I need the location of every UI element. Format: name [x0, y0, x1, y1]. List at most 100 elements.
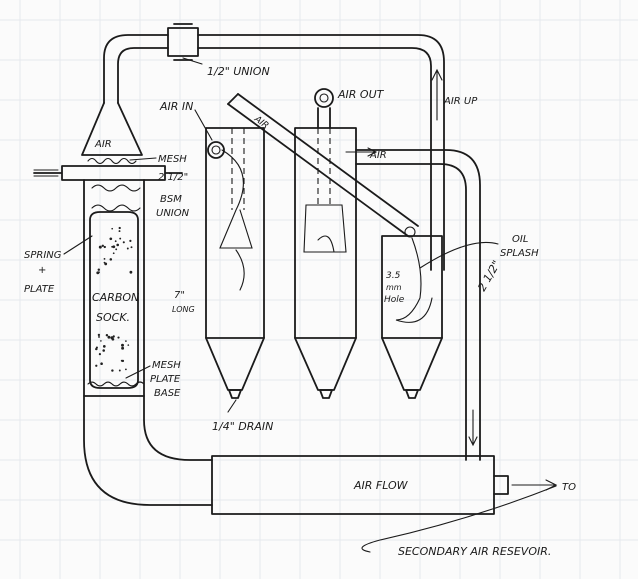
bottom-pipe-inner	[143, 395, 213, 461]
spring-coil	[91, 184, 141, 212]
carbon-granule	[116, 243, 120, 247]
label-air-up: AIR UP	[443, 96, 478, 107]
label-union-top: 1/2" UNION	[207, 65, 270, 78]
carbon-granule	[104, 262, 108, 266]
air-in-port-inner	[211, 145, 221, 155]
label-oil: OIL	[512, 234, 528, 245]
diagonal-pipe-end	[404, 226, 416, 238]
cyclone-1-vortex-tube	[231, 128, 245, 210]
label-union: UNION	[156, 208, 190, 219]
carbon-granule	[125, 340, 127, 342]
spring-arrow	[63, 235, 93, 255]
reservoir-leader	[361, 485, 557, 553]
carbon-granule	[103, 257, 106, 260]
mesh-base-arrow	[125, 365, 151, 379]
carbon-granule	[111, 245, 114, 248]
carbon-granule	[102, 349, 105, 352]
carbon-granule	[103, 245, 106, 249]
label-hole: Hole	[384, 295, 405, 305]
down-right-arrow	[468, 409, 478, 447]
oil-chamber-drain	[405, 389, 419, 399]
carbon-granule	[101, 244, 104, 247]
label-mesh-top: MESH	[158, 154, 187, 165]
label-sock: SOCK.	[96, 311, 130, 324]
carbon-granule	[127, 344, 130, 346]
top-pipe-inner	[117, 47, 169, 104]
oil-chamber-cone	[381, 337, 443, 391]
cyclone-1-cone	[205, 337, 265, 391]
label-air-flow: AIR FLOW	[353, 479, 409, 492]
union-arrow	[182, 57, 203, 65]
carbon-granule	[98, 353, 101, 356]
label-plus: +	[38, 265, 46, 276]
carbon-granule	[118, 226, 121, 230]
label-size-2-half: 2 1/2"	[158, 172, 188, 183]
carbon-granule	[120, 359, 123, 362]
cyclone-2-swirl	[303, 204, 347, 253]
label-air-in: AIR IN	[159, 100, 193, 113]
carbon-granule	[107, 335, 111, 339]
drain-arrow	[227, 399, 237, 413]
cyclone-1-drain	[228, 389, 242, 399]
oil-splash-leader	[419, 241, 499, 269]
label-carbon: CARBON	[92, 291, 139, 304]
label-to: TO	[562, 482, 576, 493]
carbon-granule	[111, 369, 114, 372]
reservoir-outlet	[493, 475, 509, 495]
carbon-granule	[114, 240, 117, 243]
cyclone-2-vortex-tube	[317, 128, 331, 205]
carbon-granule	[97, 271, 100, 274]
carbon-granule	[112, 335, 115, 338]
label-air-mid: AIR	[369, 150, 387, 161]
carbon-granule	[109, 237, 113, 241]
label-plate-bottom: PLATE	[150, 374, 181, 385]
cyclone-1-body	[205, 127, 265, 339]
mesh-wave	[87, 157, 137, 165]
carbon-canister	[83, 179, 145, 397]
reservoir-tank	[211, 455, 495, 515]
carbon-granule	[100, 340, 102, 342]
carbon-granule	[97, 268, 101, 271]
carbon-granule	[121, 343, 124, 347]
air-out-port-inner	[319, 93, 329, 103]
flange	[33, 165, 183, 181]
air-mid-pipe	[355, 149, 481, 461]
label-base: BASE	[154, 388, 181, 399]
carbon-granule	[95, 364, 98, 367]
mesh-base-wave	[87, 381, 145, 387]
carbon-granule	[121, 346, 125, 350]
label-drain: 1/4" DRAIN	[212, 420, 273, 433]
label-plate: PLATE	[24, 284, 55, 295]
carbon-granule	[129, 239, 132, 243]
air-out-pipe	[317, 107, 331, 129]
carbon-granule	[129, 270, 133, 274]
label-reservoir: SECONDARY AIR RESEVOIR.	[398, 545, 551, 558]
carbon-granule	[118, 230, 121, 233]
cyclone-2-cone	[294, 337, 357, 391]
carbon-granule	[122, 241, 125, 244]
label-air-top: AIR	[94, 139, 112, 150]
cyclone-2-drain	[319, 389, 333, 399]
label-hole-size: 3.5	[386, 271, 401, 281]
carbon-granule	[112, 245, 116, 249]
oil-swirl	[395, 237, 433, 323]
carbon-granule	[118, 369, 121, 372]
carbon-granule	[100, 362, 103, 365]
air-funnel	[81, 102, 143, 156]
label-bsm: BSM	[160, 194, 182, 205]
carbon-granule	[112, 252, 115, 255]
label-long: LONG	[172, 305, 195, 314]
carbon-granule	[117, 336, 120, 339]
air-up-arrow	[431, 68, 443, 121]
label-length: 7"	[174, 290, 185, 301]
air-out-port	[314, 88, 334, 108]
carbon-granule	[119, 237, 122, 240]
label-air-out: AIR OUT	[337, 88, 385, 101]
label-hole-mm: mm	[386, 283, 402, 292]
diagonal-air-pipe	[227, 93, 419, 237]
carbon-granule	[95, 347, 98, 351]
carbon-granule	[98, 335, 100, 338]
air-mid-arrow	[345, 147, 378, 157]
